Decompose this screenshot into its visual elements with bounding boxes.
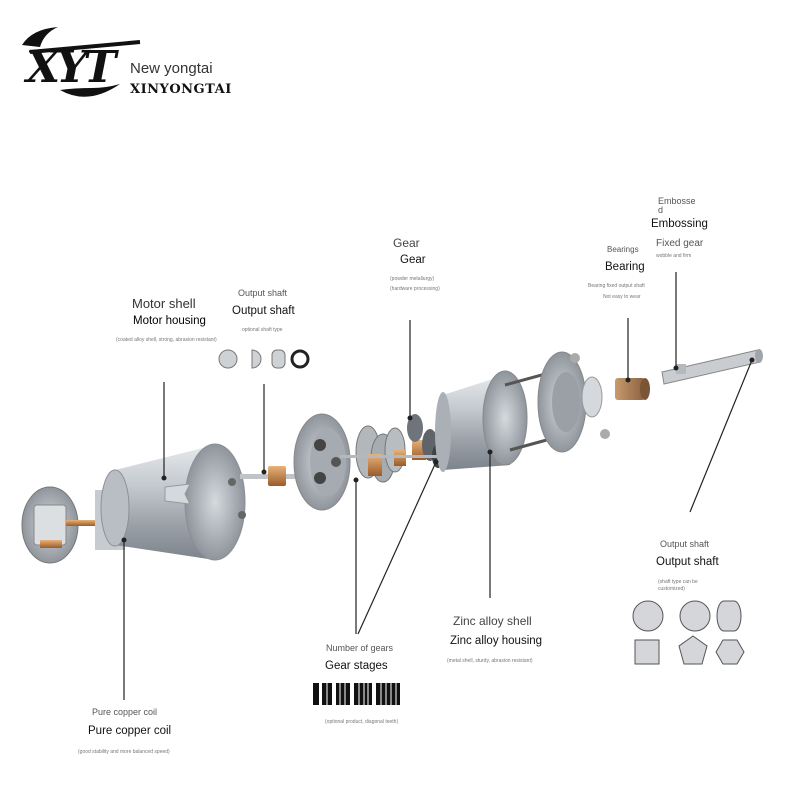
- gear-stage-swatches: [313, 683, 400, 705]
- motor-shaft-pinion: [240, 466, 295, 486]
- gear-note-2: (hardware processing): [390, 286, 440, 292]
- output-plate: [537, 351, 610, 453]
- shaft-types-right: [632, 600, 745, 665]
- xyt-logo: XYT: [22, 27, 141, 97]
- pentagon-shaft-icon: [678, 635, 708, 665]
- gear-label-orig: Gear: [393, 236, 420, 250]
- hexagon-shaft-icon: [715, 639, 745, 665]
- bearings-label-orig: Bearings: [607, 245, 639, 254]
- output-shaft-right-note-1: (shaft type can be: [658, 579, 698, 585]
- round-shaft-icon: [632, 600, 664, 632]
- shaft-types-top: [218, 349, 310, 369]
- output-shaft-right-orig: Output shaft: [660, 539, 710, 549]
- output-shaft-top-label: Output shaft: [232, 305, 295, 317]
- gear-stack: [340, 414, 444, 483]
- round-shaft-icon: [218, 349, 238, 369]
- embossed-label-orig: Embosse d: [658, 196, 696, 215]
- motor-note: (coated alloy shell, strong, abrasion re…: [116, 337, 217, 343]
- gear-plate: [293, 413, 351, 511]
- end-plate-brushes: [21, 486, 106, 564]
- copper-coil-label: Pure copper coil: [88, 725, 172, 737]
- motor-housing: [95, 443, 246, 561]
- brand-name-cn: New yongtai: [130, 60, 213, 77]
- gear-stages-note: (optional product, diagonal teeth): [325, 719, 399, 725]
- gears-count-label-orig: Number of gears: [326, 643, 394, 653]
- bearing-note-2: Not easy to wear: [603, 294, 641, 300]
- bearing-note-1: Bearing fixed output shaft: [588, 283, 645, 289]
- double-d-shaft-icon: [716, 600, 742, 632]
- gear-label: Gear: [400, 254, 426, 266]
- motor-housing-label: Motor housing: [133, 315, 206, 327]
- fixed-gear-note: wobble and firm: [656, 253, 692, 259]
- output-shaft-top-orig: Output shaft: [238, 288, 288, 298]
- brand-name-en: XINYONGTAI: [130, 82, 232, 97]
- gear-note-1: (powder metallurgy): [390, 276, 435, 282]
- output-shaft-part: [661, 349, 763, 385]
- hollow-shaft-icon: [290, 349, 310, 369]
- leader-lines: [123, 272, 753, 700]
- zinc-label-orig: Zinc alloy shell: [453, 614, 532, 628]
- gear-stages-label: Gear stages: [325, 660, 388, 672]
- square-shaft-icon: [634, 639, 660, 665]
- bearing-label: Bearing: [605, 261, 645, 273]
- embossing-label: Embossing: [651, 218, 708, 230]
- zinc-housing-label: Zinc alloy housing: [450, 635, 543, 647]
- output-shaft-top-note: optional shaft type: [242, 327, 283, 333]
- d-shaft-icon: [251, 349, 262, 369]
- copper-coil-label-orig: Pure copper coil: [92, 707, 158, 717]
- copper-coil-note: (good stability and more balanced speed): [78, 749, 170, 755]
- d-shaft-icon: [679, 600, 711, 632]
- bearing-part: [615, 378, 650, 400]
- double-d-shaft-icon: [271, 349, 286, 369]
- output-shaft-right-label: Output shaft: [656, 556, 719, 568]
- motor-shell-label-orig: Motor shell: [132, 296, 196, 311]
- zinc-housing: [435, 368, 566, 472]
- output-shaft-right-note-2: customized): [658, 586, 685, 592]
- fixed-gear-label: Fixed gear: [656, 238, 704, 249]
- zinc-note: (metal shell, sturdy, abrasion resistant…: [447, 658, 533, 664]
